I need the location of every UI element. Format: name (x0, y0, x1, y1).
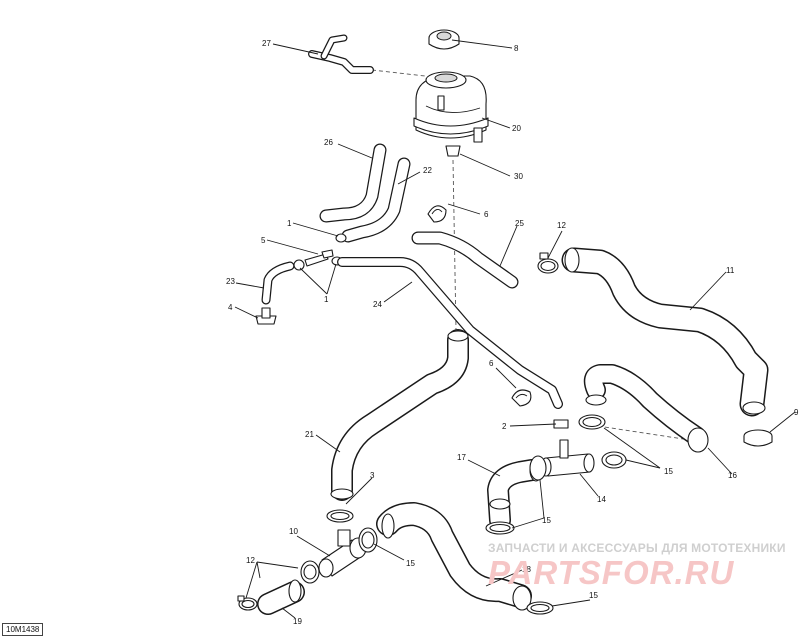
hose-25-part (411, 231, 519, 289)
callout-26: 26 (324, 138, 333, 147)
callout-4: 4 (228, 303, 233, 312)
clamp-12-lower-part (237, 595, 258, 611)
callout-12-upper: 12 (557, 221, 566, 230)
watermark-logo: PARTSFOR.RU (488, 554, 735, 591)
hose-21-part (330, 329, 469, 501)
callout-1-lower: 1 (324, 295, 329, 304)
hose-26-part (319, 143, 387, 223)
hose-11-part (561, 247, 769, 417)
callout-2: 2 (502, 422, 507, 431)
callout-9: 9 (794, 408, 799, 417)
hose-24-part (337, 257, 563, 409)
callout-8: 8 (514, 44, 519, 53)
clamp-3-part (326, 509, 354, 523)
clamp-15-upper-part (578, 414, 627, 469)
clamp-12-upper-part (537, 252, 559, 274)
callout-leader-lines (234, 39, 796, 619)
callout-11: 11 (726, 266, 735, 275)
callout-24: 24 (373, 300, 382, 309)
callout-15-middle: 15 (542, 516, 551, 525)
o-ring-lower-part (511, 389, 532, 407)
callout-23: 23 (226, 277, 235, 286)
callout-18: 18 (522, 565, 531, 574)
callout-20: 20 (512, 124, 521, 133)
callout-labels: 27 8 20 26 22 30 6 1 5 1 25 12 11 23 24 … (226, 39, 799, 626)
callout-16: 16 (728, 471, 737, 480)
fitting-2-part (553, 419, 569, 429)
callout-25: 25 (515, 219, 524, 228)
t-fitting-14-part (540, 439, 595, 477)
watermark-tagline: ЗАПЧАСТИ И АКСЕССУАРЫ ДЛЯ МОТОТЕХНИКИ (488, 541, 786, 555)
diagram-reference-id: 10M1438 (2, 623, 44, 636)
callout-17: 17 (457, 453, 466, 462)
y-fitting-10-part (318, 529, 367, 578)
hose-18-part (376, 502, 532, 611)
callout-3: 3 (370, 471, 375, 480)
vent-tube-part (308, 34, 374, 74)
hose-16-part (583, 364, 709, 453)
clamp-15-lower-part (300, 527, 378, 584)
callout-15-left: 15 (406, 559, 415, 568)
o-ring-upper-part (427, 205, 447, 223)
callout-15-right: 15 (664, 467, 673, 476)
callout-5: 5 (261, 236, 266, 245)
callout-1-upper: 1 (287, 219, 292, 228)
callout-6-upper: 6 (484, 210, 489, 219)
clamp-15-bottom-part (526, 601, 554, 615)
callout-22: 22 (423, 166, 432, 175)
callout-6-lower: 6 (489, 359, 494, 368)
clamp-15-middle-part (485, 455, 547, 535)
pressure-cap-part (428, 29, 460, 50)
hose-19-part (257, 579, 305, 615)
callout-15-bottom: 15 (589, 591, 598, 600)
coolant-reservoir-part (413, 71, 489, 157)
callout-21: 21 (305, 430, 314, 439)
callout-10: 10 (289, 527, 298, 536)
hose-23-part (261, 261, 295, 305)
callout-19: 19 (293, 617, 302, 626)
callout-30: 30 (514, 172, 523, 181)
hose-22-part (341, 157, 411, 243)
callout-14: 14 (597, 495, 606, 504)
bleed-valve-part (255, 307, 277, 325)
clamp-9-part (743, 429, 773, 447)
callout-27: 27 (262, 39, 271, 48)
callout-12-lower: 12 (246, 556, 255, 565)
